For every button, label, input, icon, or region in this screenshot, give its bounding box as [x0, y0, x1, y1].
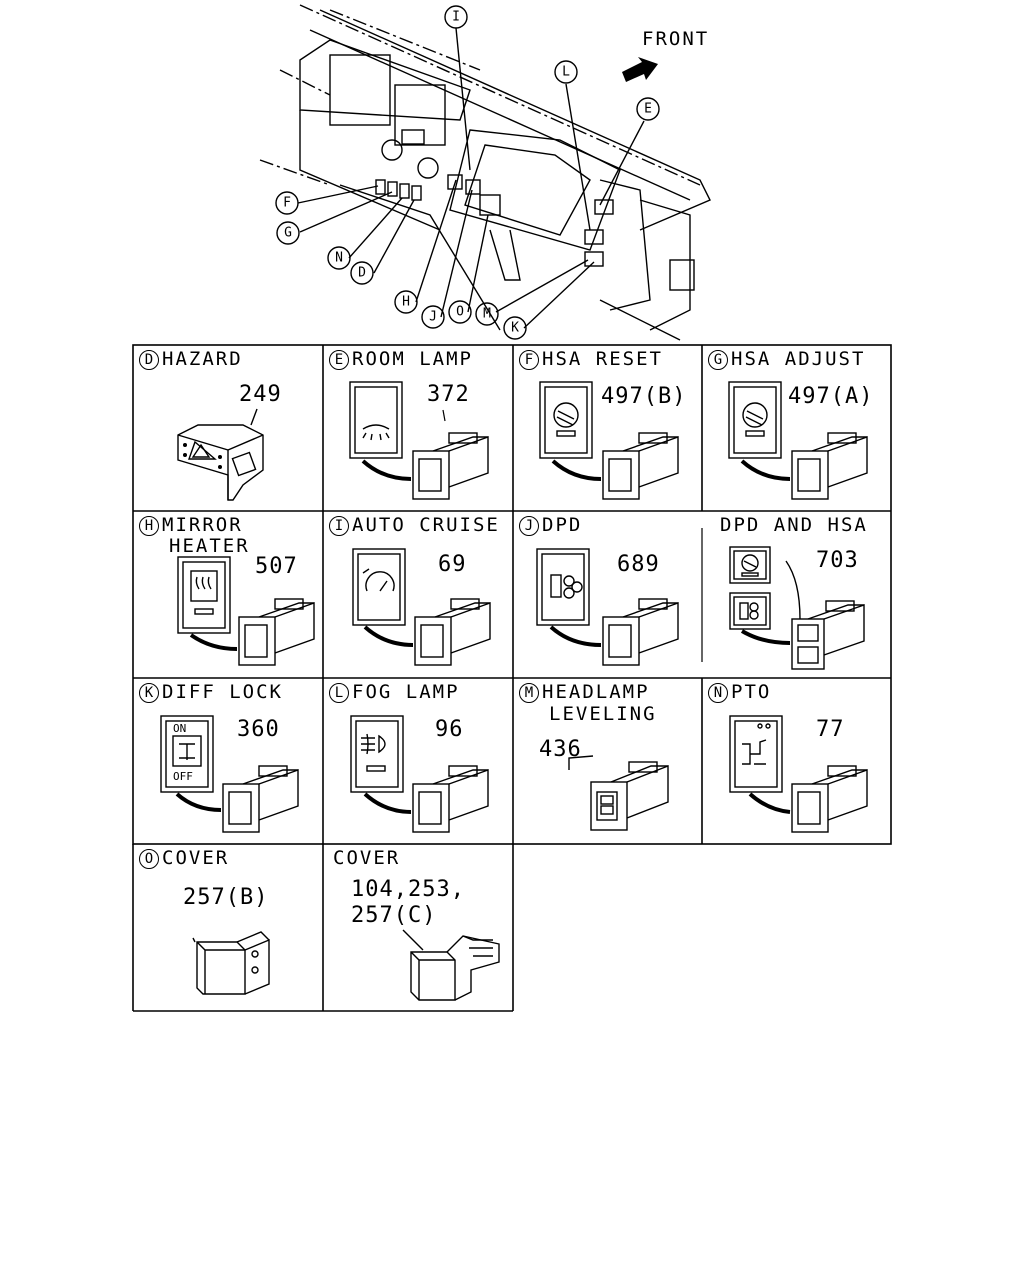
- overview-callout-labels: I L E F G N D H J O M K: [283, 10, 652, 336]
- cell-cover: COVER 104,253, 257(C): [323, 844, 513, 1011]
- part-number: 703: [816, 548, 859, 573]
- callout-D: D: [358, 266, 366, 281]
- cell-title-line2: HEATER: [169, 535, 250, 557]
- part-number: 497(A): [788, 384, 874, 409]
- callout-H: H: [402, 295, 410, 310]
- auto-cruise-switch-illustration: [352, 548, 491, 666]
- dpd-and-hsa-switch-illustration: [729, 546, 865, 670]
- part-number: 257(B): [183, 885, 269, 910]
- fog-lamp-switch-illustration: [350, 715, 489, 833]
- part-number: 249: [239, 382, 282, 407]
- part-number: 69: [438, 552, 467, 577]
- part-number: 372: [427, 382, 470, 407]
- cover-blank-illustration: [192, 931, 270, 995]
- part-number-line2: 257(C): [351, 903, 437, 928]
- part-number: 96: [435, 717, 464, 742]
- part-number: 77: [816, 717, 845, 742]
- hazard-switch-illustration: [177, 408, 264, 501]
- callout-I: I: [452, 10, 460, 25]
- part-number: 689: [617, 552, 660, 577]
- part-number: 497(B): [601, 384, 687, 409]
- hsa-reset-switch-illustration: [539, 381, 679, 500]
- hsa-adjust-switch-illustration: [728, 381, 868, 500]
- callout-M: M: [483, 307, 491, 322]
- part-number: 360: [237, 717, 280, 742]
- dpd-switch-illustration: [536, 548, 679, 666]
- callout-K: K: [511, 321, 519, 336]
- callout-F: F: [283, 196, 291, 211]
- callout-J: J: [429, 310, 437, 325]
- part-number: 507: [255, 554, 298, 579]
- callout-O: O: [456, 305, 464, 320]
- diff-lock-switch-illustration: [160, 715, 299, 833]
- pto-switch-illustration: [729, 715, 868, 833]
- cell-dpd-and-hsa: DPD AND HSA 703: [702, 511, 891, 678]
- diff-lock-on-label: ON: [173, 722, 187, 735]
- callout-L: L: [562, 65, 570, 80]
- cell-title-line2: LEVELING: [549, 703, 657, 725]
- dashboard-overview-illustration: I L E F G N D H J O M K: [259, 4, 711, 341]
- front-label: FRONT: [642, 28, 710, 50]
- part-number: 104,253,: [351, 877, 465, 902]
- cover-illustration: [402, 929, 500, 1001]
- callout-N: N: [335, 251, 343, 266]
- diff-lock-off-label: OFF: [173, 770, 193, 783]
- cell-title: DPD AND HSA: [720, 514, 868, 536]
- cell-title: COVER: [333, 847, 401, 869]
- callout-E: E: [644, 102, 652, 117]
- callout-G: G: [284, 226, 292, 241]
- mirror-heater-switch-illustration: [177, 556, 315, 666]
- front-arrow-icon: [622, 57, 658, 82]
- room-lamp-switch-illustration: [349, 381, 489, 500]
- headlamp-leveling-switch-illustration: [568, 755, 669, 831]
